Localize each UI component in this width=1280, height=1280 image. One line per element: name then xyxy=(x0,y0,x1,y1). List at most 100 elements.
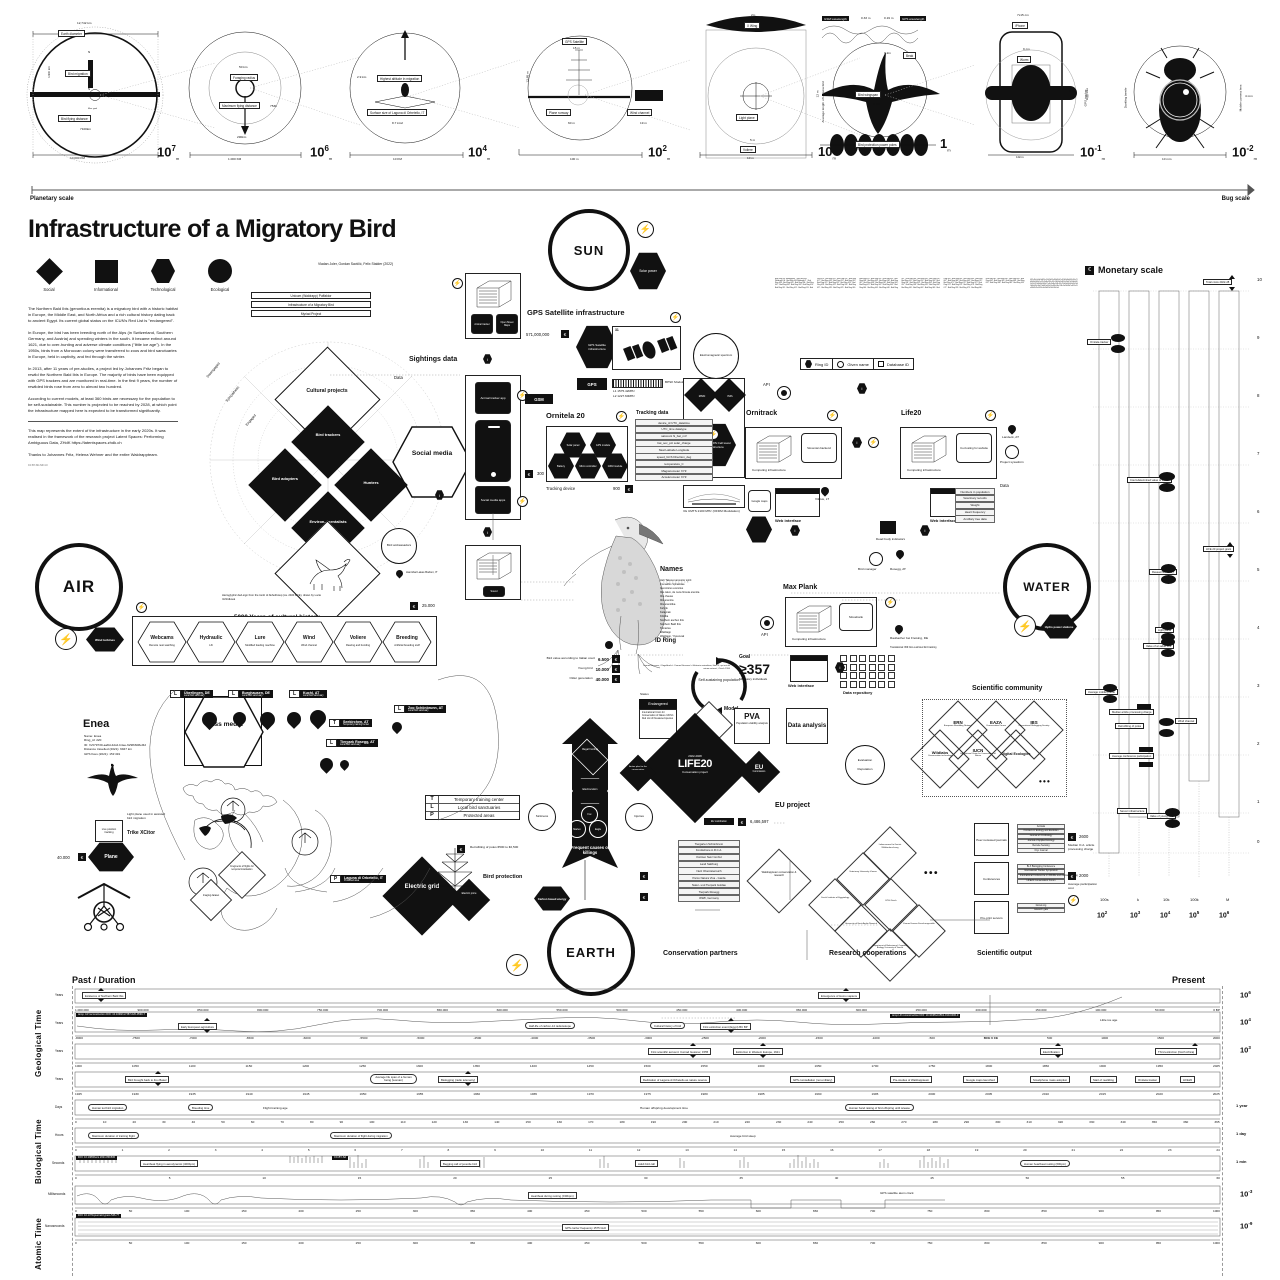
ibis-hieroglyph-icon xyxy=(309,559,351,591)
gsm-band-label: 3G UMTS 2100 MHz (OFDM Modulation) xyxy=(683,509,740,513)
scale-value-gps-wavelength: 0.19 m xyxy=(884,16,894,20)
pin-label-landeck: Landeck, AT xyxy=(1002,435,1019,439)
plane-hex: Plane xyxy=(88,842,134,872)
soj-2: Journal of Ornithology xyxy=(1017,833,1065,839)
tl-event-b2-1: Breeding time xyxy=(188,1104,214,1111)
maxplank-title: Max Plank xyxy=(783,584,818,591)
euro-badge-ornitela: € xyxy=(625,485,633,493)
tl-exp-b2: 1 year xyxy=(1236,1103,1248,1108)
reputation-label: Reputation xyxy=(857,766,873,771)
authors-credit: Vladan Joler, Gordan Savičić, Felix Stal… xyxy=(318,262,394,266)
mon-tick-1: 1 xyxy=(1257,799,1260,804)
ring-id-legend: Ring ID Given name Database iD xyxy=(800,358,914,370)
tl-event-g3-3: Third extinction (North Africa) xyxy=(1155,1048,1198,1055)
tl-marker-g3-2-down xyxy=(1055,1055,1061,1058)
tl-event-g1-0: Existence of Northern Bald Ibis xyxy=(82,992,127,999)
bird-value-row-1: Young bird 10.000 € xyxy=(490,665,620,673)
conservation-partners-title: Conservation partners xyxy=(663,950,738,957)
scale-value-voliere: 5 m xyxy=(750,138,756,142)
tl-marker-b1-0-up xyxy=(155,1071,161,1074)
tl-unit-g3: Years xyxy=(55,1049,64,1053)
infra-breeding: Breeding xyxy=(396,635,418,641)
legend-code-T: T xyxy=(426,796,439,803)
energy-icon-ornitela: ⚡ xyxy=(616,411,627,422)
monetary-header: € Monetary scale xyxy=(1085,265,1280,275)
scale-value-egg-size: 5 cm xyxy=(1069,89,1076,93)
node-label-bird-trackers: Bird trackers xyxy=(315,432,341,437)
conservation-partners-list: Tiergarten Schönbrunn Fondazione A.R.C.A… xyxy=(678,840,740,902)
location-sub-0: Local bird sanctuary xyxy=(184,695,205,697)
plane-name: Trike XCitor xyxy=(127,830,156,836)
app-social-media: Social media apps xyxy=(475,486,511,514)
so-cost-0: 2600 xyxy=(1079,834,1089,839)
scale-label-voliere: Voliere xyxy=(740,146,756,153)
timelines-section: Past / Duration Present Geological Time … xyxy=(0,972,1280,1280)
soj-3: Journal of Applied Ecology xyxy=(1017,838,1065,844)
tl-event-b1-6: Google maps launched xyxy=(963,1076,998,1083)
soj-0: Animals xyxy=(1017,824,1065,830)
shape-legend: Social Informational Technological Ecolo… xyxy=(28,257,498,292)
life20-cohosting: Co-hosting for website xyxy=(956,433,992,463)
euro-badge-cp2: € xyxy=(640,893,648,901)
tl-marker-b1-0-down xyxy=(155,1083,161,1086)
scale-label-laguna-surface: Surface size of Laguna di Orbetello, IT xyxy=(367,109,428,116)
node-label-mass-media: Mass media xyxy=(205,721,243,728)
scale-exponent-2: 106m xyxy=(310,144,333,161)
mon-marker-article-charge: Median article processing charge xyxy=(1109,704,1155,715)
cp-7: Tierpark Rosegg xyxy=(678,887,740,896)
killings-hex-electro xyxy=(572,778,608,804)
id-ring-marker xyxy=(605,641,613,649)
scale-footer-7: 10cm xyxy=(1016,155,1024,159)
mon-tick-10: 10 xyxy=(1257,277,1262,282)
cp-8: WWF, Germany xyxy=(678,894,740,902)
cp-0: Tiergarten Schönbrunn xyxy=(678,840,740,848)
tl-unit-a1: Milliseconds xyxy=(48,1192,66,1196)
tracking-field-2: satcount hi_bat_mV xyxy=(635,432,713,440)
bird-database-dump: Bird Ring 001 Waldrapp AT · Bird Ring 00… xyxy=(775,278,1025,350)
bug-scale-label: Bug scale xyxy=(1221,196,1250,202)
location-legend-row-1: L Local bird sanctuaries xyxy=(426,804,519,812)
info-hex-icon-8: i xyxy=(835,662,845,673)
mon-tick-9: 9 xyxy=(1257,335,1260,340)
tl-marker-g3-1-up xyxy=(760,1043,766,1046)
goal-label: Goal xyxy=(739,654,751,660)
node-bird-ambassadors: Bird ambassadors xyxy=(381,528,417,564)
tl-event-g2-5: temp LR reconstruction DOI: 10.1038/s415… xyxy=(890,1014,961,1018)
self-sustaining-label: Self-sustaining population xyxy=(698,678,740,682)
sc-digital-ecologies: Digital Ecologies xyxy=(1001,752,1031,756)
monetary-title: Monetary scale xyxy=(1098,265,1164,275)
research-hub-diamond xyxy=(746,848,812,914)
tracking-field-4: Nsat Latitude Longitude xyxy=(635,446,713,454)
tracking-field-6: temperature_C xyxy=(635,460,713,468)
tl-unit-g1: Years xyxy=(55,993,64,997)
names-title: Names xyxy=(660,566,683,573)
tl-exp-b3: 1 day xyxy=(1236,1131,1247,1136)
tl-ticks-g1: 1.000.000 900.000 850.000 800.000 750.00… xyxy=(75,1008,1220,1012)
tl-marker-g1-1-down xyxy=(843,999,849,1002)
tl-ticks-a1: 0 50 100 150 200 250 300 350 400 450 500… xyxy=(75,1209,1220,1213)
mon-col-k: k xyxy=(1137,897,1139,902)
ornitrack-title: Ornitrack xyxy=(746,410,778,417)
scientific-community-panel: ERN European Rewilding Network EAZA Cons… xyxy=(910,699,1067,797)
tl-marker-g2-4-up xyxy=(728,1018,734,1021)
scale-value-bird-flying-distance: 7100km xyxy=(80,127,92,131)
tl-event-b1-10: LIFE20 xyxy=(1180,1076,1196,1083)
scale-value-iphone: 7x15 cm xyxy=(1017,13,1029,17)
solar-power-hex: Solar power xyxy=(630,252,666,290)
tl-ticks-g2: -8000 -7500 -7000 -6500 -6000 -5500 -500… xyxy=(75,1036,1220,1040)
scale-label-power-poles: Bird protection power poles xyxy=(855,141,900,148)
scale-label-bird-wingspan: Bird wingspan xyxy=(855,91,882,98)
id-ring-label: ID Ring xyxy=(655,638,676,644)
euro-badge-retrofit: € xyxy=(457,845,465,853)
evaluation-label: Evaluation xyxy=(857,757,873,762)
license-text: CC BY-NC-ND 4.0 xyxy=(28,463,48,467)
legend-label-P: Protected areas xyxy=(463,813,495,818)
tl-event-b3-1: Maximum duration of flight during migrat… xyxy=(330,1132,392,1139)
scale-value-gps-satellite: 15 m xyxy=(573,46,580,50)
infra-hydraulic: Hydraulic xyxy=(199,635,223,641)
intro-para-5: This map represents the extent of the in… xyxy=(28,427,166,445)
node-label-social-media: Social media xyxy=(411,450,453,457)
gsm-band-icon xyxy=(683,485,745,508)
legend-code-L: L xyxy=(426,804,439,811)
gps-satellite-panel: 31 xyxy=(612,326,681,370)
